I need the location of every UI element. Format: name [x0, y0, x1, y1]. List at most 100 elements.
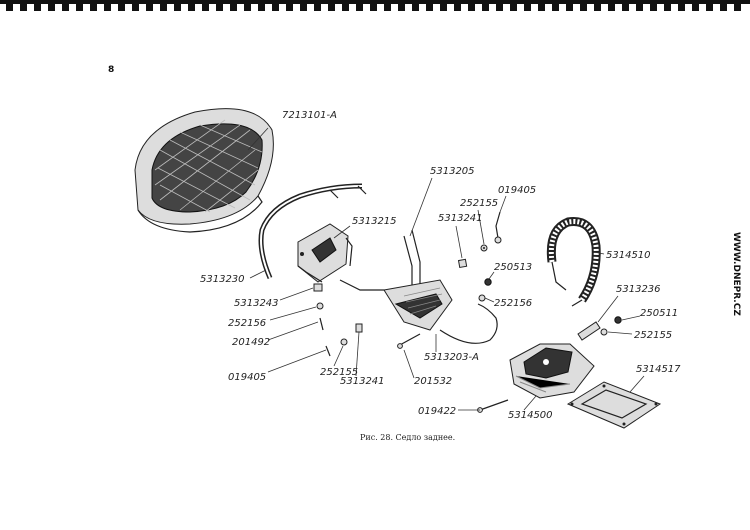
perforation	[90, 4, 97, 11]
perforation	[104, 4, 111, 11]
perforation	[202, 4, 209, 11]
leader-line-sleeve	[597, 295, 619, 323]
perforation	[510, 4, 517, 11]
perforation	[538, 4, 545, 11]
base-drawing	[509, 343, 595, 399]
perforation	[384, 4, 391, 11]
perforation	[356, 4, 363, 11]
part-label-frame-lower: 5313203-А	[424, 352, 479, 363]
leader-line-washer-bottom	[333, 345, 344, 367]
leader-line-frame-upper	[409, 177, 433, 237]
part-label-nut-top: 250513	[494, 262, 532, 273]
leader-line-bolt-left	[267, 349, 327, 373]
perforation	[342, 4, 349, 11]
leader-line-gasket	[629, 375, 645, 393]
part-label-washer-mid: 252156	[494, 298, 532, 309]
perforation	[132, 4, 139, 11]
perforation	[692, 4, 699, 11]
perforation	[664, 4, 671, 11]
perforation	[160, 4, 167, 11]
leader-line-spring	[593, 251, 605, 255]
perforation	[468, 4, 475, 11]
leader-line-rear-handle	[249, 269, 267, 279]
perforation	[706, 4, 713, 11]
part-label-nut-right: 250511	[640, 308, 678, 319]
perforation	[496, 4, 503, 11]
leader-line-bolt-top	[499, 195, 507, 213]
part-label-bolt-top: 019405	[498, 185, 536, 196]
perforation	[20, 4, 27, 11]
perforation	[174, 4, 181, 11]
page-number: 8	[108, 65, 114, 75]
part-label-bolt-long: 201532	[414, 376, 452, 387]
part-label-plate-top: 5313241	[438, 213, 483, 224]
perforation	[622, 4, 629, 11]
perforation	[230, 4, 237, 11]
perforation	[566, 4, 573, 11]
part-label-saddle: 7213101-А	[282, 110, 337, 121]
leader-line-base	[523, 395, 537, 411]
part-label-washer-right: 252155	[634, 330, 672, 341]
part-label-washer-top: 252155	[460, 198, 498, 209]
perforation	[552, 4, 559, 11]
part-label-bracket: 5313215	[352, 216, 397, 227]
scan-border	[0, 0, 750, 11]
perforation	[244, 4, 251, 11]
perforation	[62, 4, 69, 11]
part-label-rear-handle: 5313230	[200, 274, 245, 285]
perforation	[482, 4, 489, 11]
part-label-washer-left: 252156	[228, 318, 266, 329]
perforation	[6, 4, 13, 11]
perforation	[720, 4, 727, 11]
perforation	[734, 4, 741, 11]
part-label-bolt-left: 019405	[228, 372, 266, 383]
rear-handle-drawing	[258, 183, 367, 279]
perforation	[300, 4, 307, 11]
perforation	[146, 4, 153, 11]
part-label-base: 5314500	[508, 410, 553, 421]
part-label-sleeve: 5313236	[616, 284, 661, 295]
perforation	[678, 4, 685, 11]
perforation	[328, 4, 335, 11]
leader-line-washer-mid	[484, 297, 495, 303]
perforation	[398, 4, 405, 11]
perforation	[594, 4, 601, 11]
leader-line-saddle	[247, 127, 269, 151]
perforation	[524, 4, 531, 11]
leader-line-washer-left	[269, 306, 317, 321]
part-label-screw-left: 201492	[232, 337, 270, 348]
watermark-text: WWW.DNEPR.CZ	[731, 232, 741, 316]
leader-line-pad-plate	[279, 287, 314, 301]
leader-line-washer-top	[477, 209, 485, 245]
perforation	[440, 4, 447, 11]
part-label-gasket: 5314517	[636, 364, 681, 375]
perforation	[412, 4, 419, 11]
perforation	[650, 4, 657, 11]
bolt-bottom-drawing	[477, 399, 509, 413]
perforation	[258, 4, 265, 11]
hardware-right	[577, 316, 622, 341]
leader-line-plate-bottom	[355, 331, 360, 377]
spring-drawing	[546, 217, 601, 307]
perforation	[216, 4, 223, 11]
perforation	[34, 4, 41, 11]
leader-line-nut-top	[488, 271, 495, 280]
part-label-plate-bottom: 5313241	[340, 376, 385, 387]
perforation	[426, 4, 433, 11]
leader-line-bracket	[333, 225, 351, 239]
perforation	[272, 4, 279, 11]
frame-drawing	[339, 229, 498, 344]
leader-line-bolt-long	[403, 349, 415, 379]
leader-line-screw-left	[267, 321, 319, 341]
perforation	[636, 4, 643, 11]
gasket-drawing	[566, 381, 662, 429]
leader-line-washer-right	[607, 331, 633, 335]
perforation	[188, 4, 195, 11]
leader-lines	[247, 127, 645, 411]
perforation	[370, 4, 377, 11]
figure-caption: Рис. 28. Седло заднее.	[360, 433, 455, 442]
perforation	[580, 4, 587, 11]
part-label-spring: 5314510	[606, 250, 651, 261]
perforation	[286, 4, 293, 11]
